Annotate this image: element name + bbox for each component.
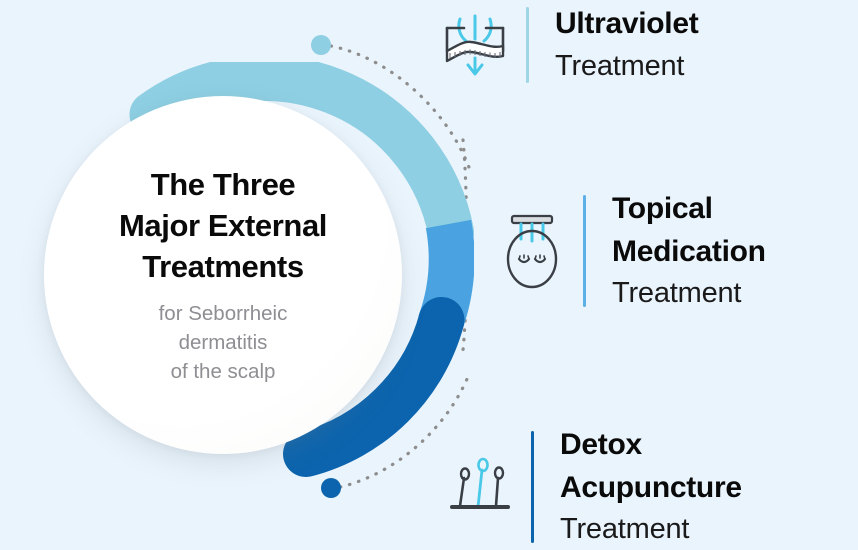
uv-lamp-scalp-icon [432,2,518,88]
center-disc [44,96,402,454]
divider-ultraviolet [526,7,529,83]
label-topical-strong-2: Medication [612,234,766,268]
center-subtitle-line-2: dermatitis [178,331,268,355]
center-subtitle: for Seborrheic dermatitis of the scalp [159,299,288,386]
legend-item-detox[interactable]: Detox Acupuncture Treatment [437,424,742,550]
center-subtitle-line-1: for Seborrheic [158,302,288,326]
label-detox-regular: Treatment [560,513,690,546]
label-detox-strong-1: Detox [560,428,642,461]
legend-text-detox: Detox Acupuncture Treatment [560,424,742,550]
label-ultraviolet-regular: Treatment [555,49,685,82]
divider-topical [583,195,586,308]
legend-text-ultraviolet: Ultraviolet Treatment [555,3,699,87]
acupuncture-needles-icon [437,444,523,530]
legend-text-topical: Topical Medication Treatment [612,188,766,314]
divider-detox [531,431,534,544]
label-detox-strong-2: Acupuncture [560,470,742,504]
legend-item-topical[interactable]: Topical Medication Treatment [489,188,766,314]
center-title-line-2: Major External [118,207,328,243]
donut-ring [48,62,474,488]
head-dropper-icon [489,208,575,294]
center-title-line-3: Treatments [142,248,304,284]
center-title: The Three Major External Treatments [119,164,327,288]
center-title-line-1: The Three [150,166,296,202]
legend-item-ultraviolet[interactable]: Ultraviolet Treatment [432,2,699,88]
ring-segment-detox [283,297,465,477]
ring-segment-ultraviolet [129,62,474,255]
label-ultraviolet-strong-1: Ultraviolet [555,7,699,41]
node-dot-ultraviolet[interactable] [311,35,331,55]
node-dot-topical[interactable] [453,238,473,258]
label-topical-regular: Treatment [612,277,742,310]
center-subtitle-line-3: of the scalp [170,360,276,384]
label-topical-strong-1: Topical [612,192,713,225]
center-text-block: The Three Major External Treatments for … [44,96,402,454]
node-dot-detox[interactable] [321,478,341,498]
